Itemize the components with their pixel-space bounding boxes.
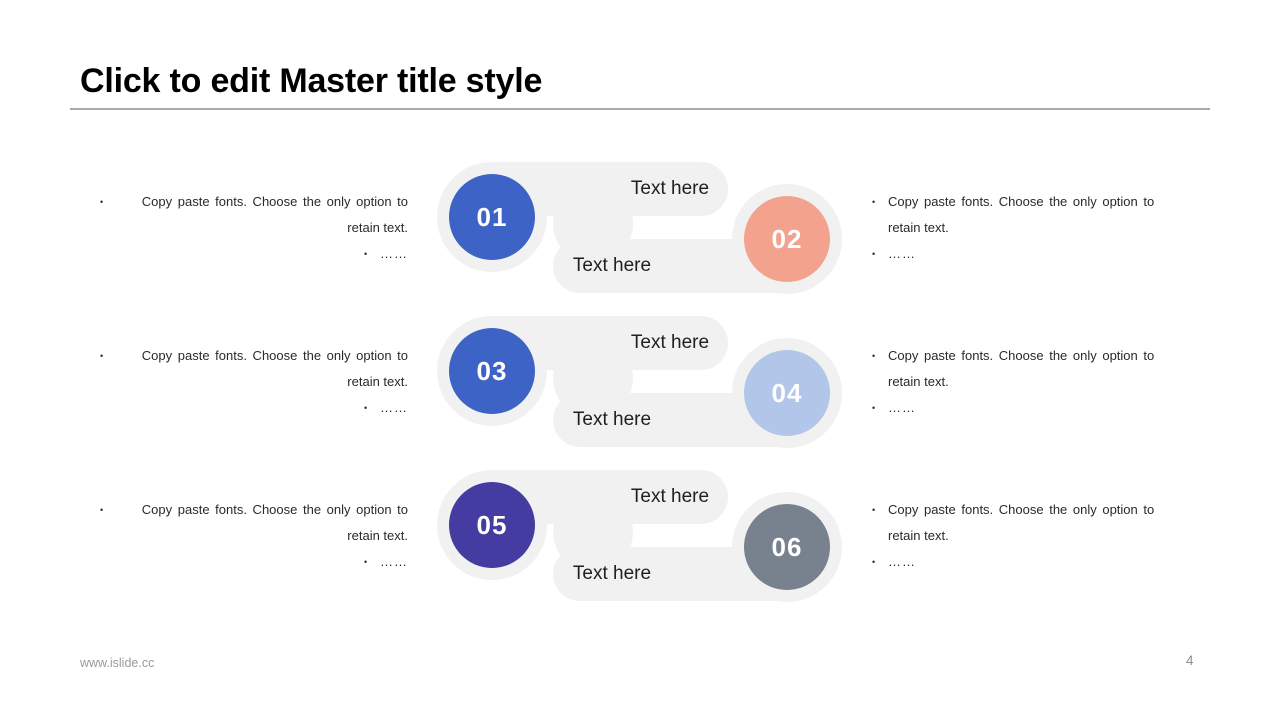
ellipsis-text: …… — [888, 246, 916, 261]
bullet-icon: • — [872, 197, 876, 207]
bullet-icon: • — [872, 505, 876, 515]
step-group-1: 01 02 Text here Text here — [435, 158, 845, 298]
step-circle-01[interactable]: 01 — [449, 174, 535, 260]
step-group-2: 03 04 Text here Text here — [435, 312, 845, 452]
bullet-icon: • — [872, 403, 876, 413]
bullet-line: • …… — [100, 241, 408, 267]
text-placeholder-lower[interactable]: Text here — [572, 255, 652, 276]
bullet-text: retain text. — [347, 220, 408, 235]
bullet-icon: • — [872, 557, 876, 567]
bullet-text: retain text. — [347, 374, 408, 389]
bullet-text: retain text. — [888, 528, 949, 543]
bullet-text: Copy paste fonts. Choose the only option… — [141, 348, 408, 363]
bullet-line: • …… — [872, 549, 1184, 575]
bullet-text-block-right-2[interactable]: • Copy paste fonts. Choose the only opti… — [872, 343, 1184, 421]
text-placeholder-upper[interactable]: Text here — [630, 486, 710, 507]
bullet-icon: • — [364, 557, 368, 567]
bullet-text: retain text. — [888, 374, 949, 389]
bullet-text-block-left-2[interactable]: • Copy paste fonts. Choose the only opti… — [100, 343, 408, 421]
bullet-text-block-right-1[interactable]: • Copy paste fonts. Choose the only opti… — [872, 189, 1184, 267]
step-circle-02[interactable]: 02 — [744, 196, 830, 282]
bullet-line: • Copy paste fonts. Choose the only opti… — [872, 497, 1184, 523]
bullet-line: • Copy paste fonts. Choose the only opti… — [100, 189, 408, 215]
bullet-icon: • — [364, 403, 368, 413]
bullet-icon: • — [100, 197, 104, 207]
bullet-line: • Copy paste fonts. Choose the only opti… — [872, 343, 1184, 369]
bullet-line: • Copy paste fonts. Choose the only opti… — [100, 497, 408, 523]
text-placeholder-upper[interactable]: Text here — [630, 178, 710, 199]
footer-url: www.islide.cc — [80, 656, 155, 670]
bullet-text: Copy paste fonts. Choose the only option… — [141, 502, 408, 517]
text-placeholder-lower[interactable]: Text here — [572, 563, 652, 584]
bullet-icon: • — [100, 505, 104, 515]
step-group-3: 05 06 Text here Text here — [435, 466, 845, 606]
bullet-icon: • — [872, 351, 876, 361]
step-circle-06[interactable]: 06 — [744, 504, 830, 590]
bullet-line: • …… — [872, 241, 1184, 267]
title-underline — [70, 108, 1210, 110]
bullet-line: • …… — [100, 395, 408, 421]
ellipsis-text: …… — [380, 554, 408, 569]
bullet-text-block-left-3[interactable]: • Copy paste fonts. Choose the only opti… — [100, 497, 408, 575]
text-placeholder-lower[interactable]: Text here — [572, 409, 652, 430]
bullet-icon: • — [100, 351, 104, 361]
bullet-text: Copy paste fonts. Choose the only option… — [888, 194, 1155, 209]
bullet-text: Copy paste fonts. Choose the only option… — [141, 194, 408, 209]
slide-title[interactable]: Click to edit Master title style — [80, 62, 543, 100]
bullet-line: • …… — [872, 395, 1184, 421]
ellipsis-text: …… — [888, 554, 916, 569]
text-placeholder-upper[interactable]: Text here — [630, 332, 710, 353]
page-number: 4 — [1186, 653, 1194, 668]
step-circle-03[interactable]: 03 — [449, 328, 535, 414]
step-circle-04[interactable]: 04 — [744, 350, 830, 436]
bullet-text-block-right-3[interactable]: • Copy paste fonts. Choose the only opti… — [872, 497, 1184, 575]
bullet-line: • …… — [100, 549, 408, 575]
ellipsis-text: …… — [380, 400, 408, 415]
bullet-icon: • — [872, 249, 876, 259]
ellipsis-text: …… — [380, 246, 408, 261]
bullet-text: Copy paste fonts. Choose the only option… — [888, 502, 1155, 517]
bullet-line: • Copy paste fonts. Choose the only opti… — [100, 343, 408, 369]
bullet-text: retain text. — [888, 220, 949, 235]
ellipsis-text: …… — [888, 400, 916, 415]
bullet-text-block-left-1[interactable]: • Copy paste fonts. Choose the only opti… — [100, 189, 408, 267]
bullet-text: Copy paste fonts. Choose the only option… — [888, 348, 1155, 363]
bullet-line: • Copy paste fonts. Choose the only opti… — [872, 189, 1184, 215]
bullet-icon: • — [364, 249, 368, 259]
bullet-text: retain text. — [347, 528, 408, 543]
step-circle-05[interactable]: 05 — [449, 482, 535, 568]
